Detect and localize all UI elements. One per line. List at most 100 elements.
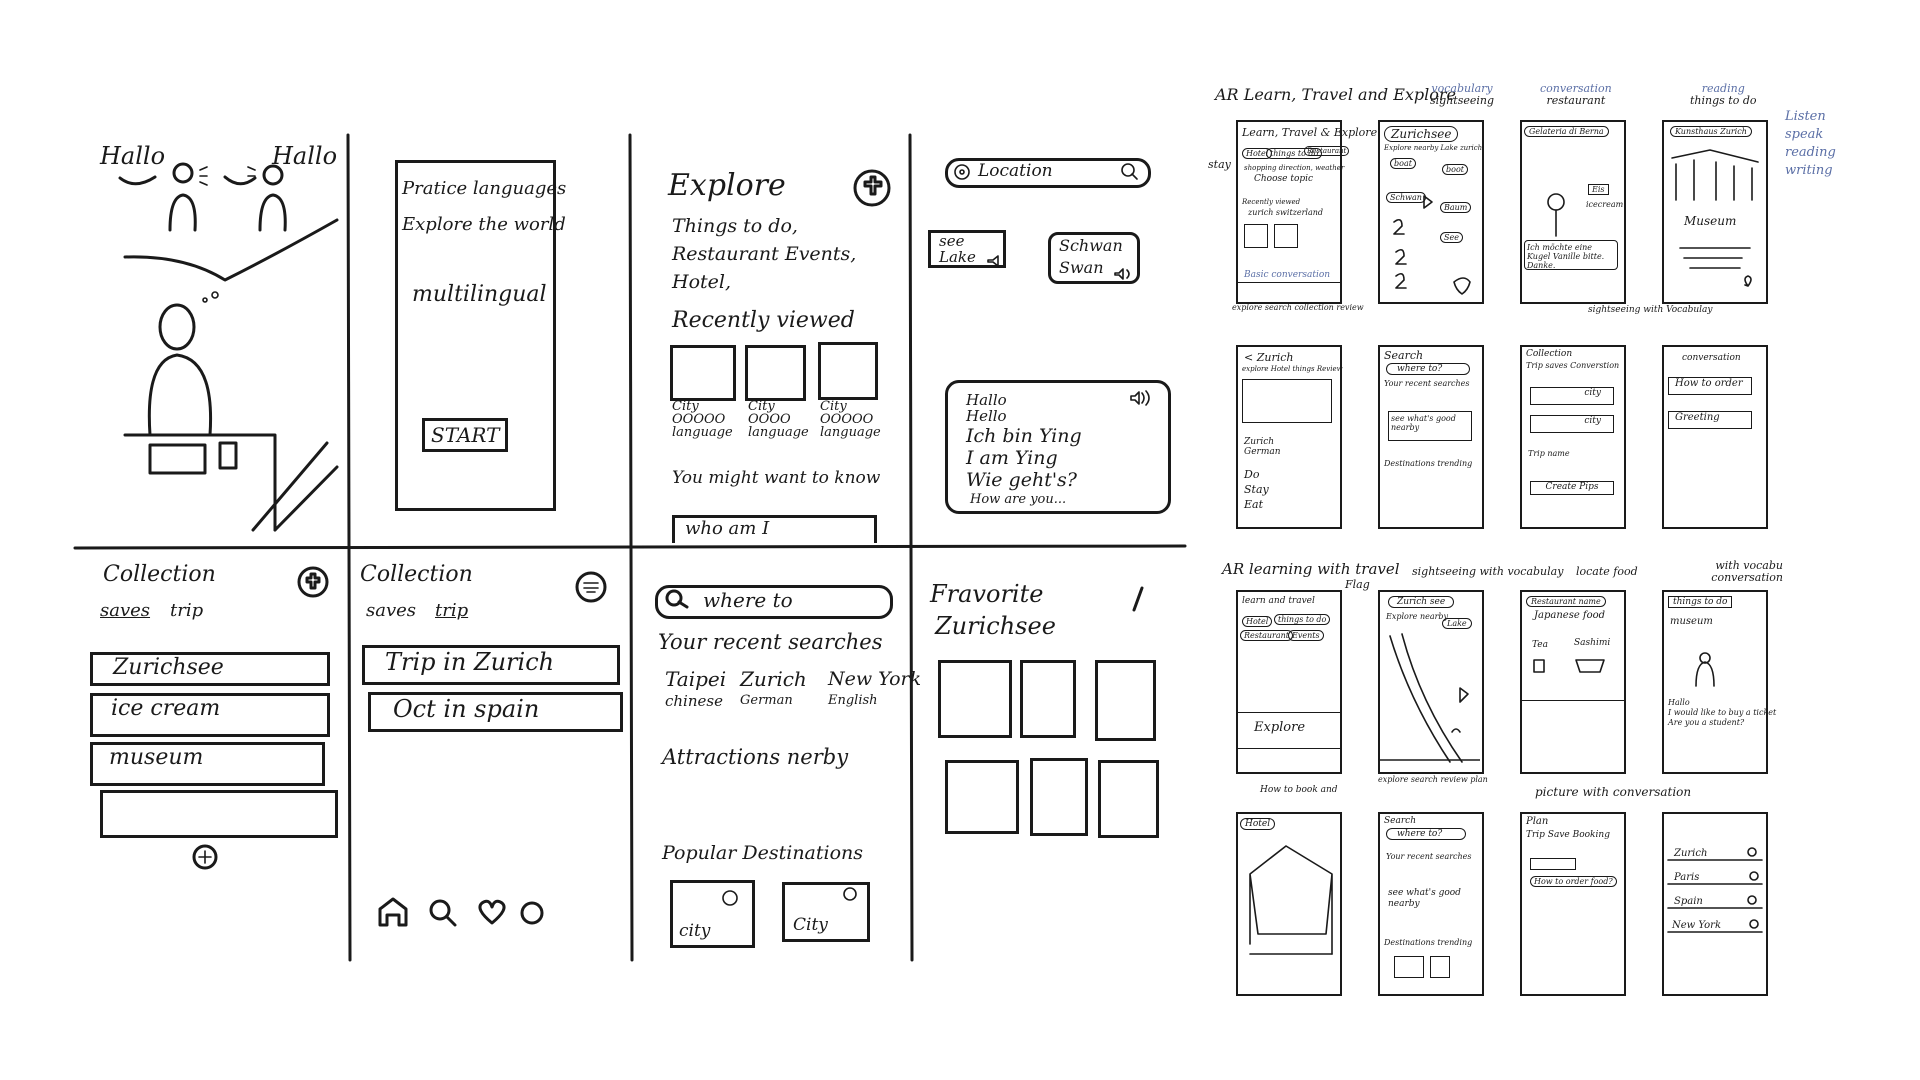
location-pill[interactable]: Zurich see (1388, 596, 1455, 608)
search-input[interactable]: where to? (1386, 828, 1466, 840)
search-icon[interactable] (429, 899, 451, 921)
speaker-icon[interactable] (985, 240, 1145, 300)
recent-card-1[interactable] (670, 345, 736, 401)
section-link[interactable]: Eat (1244, 498, 1264, 511)
recent-card-2[interactable] (745, 345, 806, 401)
topic-card[interactable]: Greeting (1668, 411, 1752, 429)
destination-card[interactable]: City (782, 882, 870, 942)
conversation-bubble[interactable]: Ich möchte eine Kugel Vanille bitte. Dan… (1524, 240, 1618, 270)
chip[interactable]: Restaurant (1304, 146, 1350, 156)
ar-tag[interactable]: Lake (1442, 618, 1472, 629)
trip-item[interactable]: Oct in spain (368, 692, 623, 732)
explore-categories[interactable]: Things to do, Restaurant Events, Hotel, (672, 215, 857, 293)
favorite-photo[interactable] (938, 660, 1012, 738)
tab-row[interactable]: explore Hotel things Review (1242, 365, 1343, 373)
home-icon[interactable] (378, 897, 408, 927)
tab-row[interactable]: Trip saves Converstion (1526, 361, 1620, 370)
add-icon[interactable] (295, 565, 331, 599)
back-link[interactable]: < Zurich (1244, 351, 1294, 364)
ar-tag[interactable]: Sashimi (1574, 638, 1611, 648)
chat-line: Are you a student? (1668, 718, 1745, 727)
tab-row[interactable]: Trip Save Booking (1526, 830, 1610, 840)
heart-icon[interactable] (478, 899, 506, 925)
ar-bubble-swan[interactable]: Schwan Swan (1048, 232, 1140, 284)
hero-image[interactable] (1242, 379, 1332, 423)
saved-item[interactable]: museum (90, 742, 325, 786)
ar-tag[interactable]: Baum (1440, 202, 1472, 213)
tab-trip[interactable]: trip (170, 600, 204, 621)
ar-label[interactable]: Museum (1684, 214, 1737, 228)
location-pill[interactable]: Restaurant name (1526, 596, 1606, 607)
who-am-i-card[interactable]: who am I (672, 515, 877, 543)
trip-card[interactable]: city (1530, 387, 1614, 405)
recent-city-newyork[interactable]: New York English (828, 668, 921, 712)
recent-city-taipei[interactable]: Taipei chinese (665, 668, 726, 712)
saved-item[interactable]: ice cream (90, 693, 330, 737)
plan-bar[interactable] (1530, 858, 1576, 870)
tab-trip[interactable]: trip (435, 600, 469, 621)
recent-city-zurich[interactable]: Zurich German (740, 668, 807, 712)
search-icon[interactable] (1118, 160, 1142, 184)
favorite-photo[interactable] (945, 760, 1019, 834)
thumbnail[interactable] (1430, 956, 1450, 978)
nearby-card[interactable]: see what's good nearby (1388, 888, 1461, 909)
audio-icon[interactable] (1128, 388, 1156, 408)
section-link[interactable]: Do (1244, 468, 1260, 481)
ar-bubble-lake[interactable]: see Lake (928, 230, 1006, 268)
destination-item[interactable]: Zurich (1674, 848, 1708, 859)
ar-tag[interactable]: boot (1442, 164, 1468, 175)
destination-card[interactable]: city (670, 880, 755, 948)
city-sections[interactable]: Do Stay Eat (1244, 467, 1269, 512)
ar-tag[interactable]: Eis (1588, 184, 1609, 195)
section-link[interactable]: Stay (1244, 483, 1269, 496)
edit-icon[interactable] (1128, 585, 1148, 615)
tab-saves[interactable]: saves (366, 600, 417, 621)
explore-label[interactable]: Explore (1254, 720, 1306, 735)
profile-icon[interactable] (520, 901, 544, 925)
saved-item-empty[interactable] (100, 790, 338, 838)
add-icon[interactable] (852, 168, 892, 208)
category-tag[interactable]: things to do (1668, 596, 1733, 608)
destination-item[interactable]: Paris (1674, 872, 1700, 883)
favorite-photo[interactable] (1030, 758, 1088, 836)
destination-item[interactable]: Spain (1674, 896, 1703, 907)
basic-conversation-link[interactable]: Basic conversation (1244, 270, 1331, 280)
add-item-icon[interactable] (190, 842, 220, 872)
location-pill[interactable]: Zurichsee (1384, 126, 1459, 142)
trip-item[interactable]: Trip in Zurich (362, 645, 620, 685)
category-tag[interactable]: Hotel (1240, 818, 1276, 830)
chip[interactable]: things to do (1266, 148, 1323, 159)
thumbnail[interactable] (1394, 956, 1424, 978)
create-button[interactable]: Create Pips (1530, 481, 1614, 495)
thumbnail[interactable] (1244, 224, 1268, 248)
nearby-card[interactable]: see what's good nearby (1388, 411, 1472, 441)
topic-card[interactable]: How to order (1668, 377, 1752, 395)
add-trip-icon[interactable] (573, 570, 609, 604)
favorite-photo[interactable] (1020, 660, 1076, 738)
favorite-photo[interactable] (1095, 660, 1156, 741)
recent-card-3[interactable] (818, 342, 878, 400)
chip[interactable]: Hotel (1242, 616, 1273, 627)
chip[interactable]: things to do (1274, 614, 1331, 625)
start-button[interactable]: START (422, 418, 509, 452)
location-pill[interactable]: Gelateria di Berna (1524, 126, 1609, 137)
saved-item[interactable]: Zurichsee (90, 652, 330, 686)
favorite-photo[interactable] (1098, 760, 1159, 838)
ar-tag[interactable]: boat (1390, 158, 1416, 169)
chip[interactable]: Restaurant (1240, 630, 1293, 641)
location-pill[interactable]: Kunsthaus Zurich (1670, 126, 1752, 137)
tab-saves[interactable]: saves (100, 600, 151, 621)
conversation-card[interactable] (945, 380, 1171, 514)
search-input[interactable]: where to (655, 585, 893, 619)
location-bar[interactable]: Location (945, 158, 1151, 188)
heart-icon[interactable] (720, 884, 880, 914)
wireframe-hotel: Hotel (1236, 812, 1342, 996)
ar-tag[interactable]: Tea (1532, 640, 1548, 650)
ar-tag[interactable]: See (1440, 232, 1463, 243)
thumbnail[interactable] (1274, 224, 1298, 248)
chip[interactable]: Events (1288, 630, 1324, 641)
destination-item[interactable]: New York (1672, 920, 1721, 931)
trip-card[interactable]: city (1530, 415, 1614, 433)
conversation-chip[interactable]: How to order food? (1530, 876, 1617, 887)
search-input[interactable]: where to? (1386, 363, 1470, 375)
